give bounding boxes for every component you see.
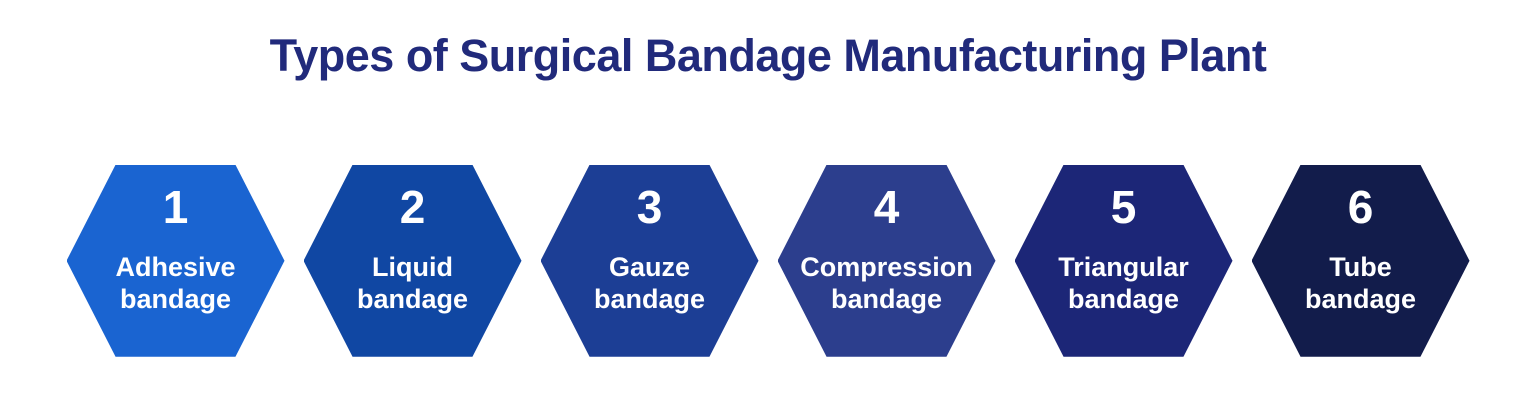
- step-label: Gauze bandage: [593, 251, 706, 314]
- step-label: Triangular bandage: [1058, 251, 1189, 314]
- step-number: 5: [1110, 180, 1137, 233]
- hexagon-adhesive-bandage: 1 Adhesive bandage: [66, 164, 285, 357]
- hexagon-tube-bandage: 6 Tube bandage: [1251, 164, 1470, 357]
- page-title: Types of Surgical Bandage Manufacturing …: [269, 30, 1267, 81]
- hexagon-gauze-bandage: 3 Gauze bandage: [540, 164, 759, 357]
- hexagon-row: 1 Adhesive bandage 2 Liquid bandage 3 Ga…: [0, 164, 1536, 357]
- hexagon-triangular-bandage: 5 Triangular bandage: [1014, 164, 1233, 357]
- step-number: 4: [873, 180, 900, 233]
- step-label: Liquid bandage: [356, 251, 469, 314]
- step-label: Compression bandage: [800, 251, 973, 314]
- step-number: 3: [636, 180, 663, 233]
- step-number: 6: [1347, 180, 1374, 233]
- hexagon-liquid-bandage: 2 Liquid bandage: [303, 164, 522, 357]
- step-label: Adhesive bandage: [115, 251, 236, 314]
- hexagon-compression-bandage: 4 Compression bandage: [777, 164, 996, 357]
- step-number: 2: [399, 180, 426, 233]
- step-label: Tube bandage: [1304, 251, 1417, 314]
- step-number: 1: [162, 180, 189, 233]
